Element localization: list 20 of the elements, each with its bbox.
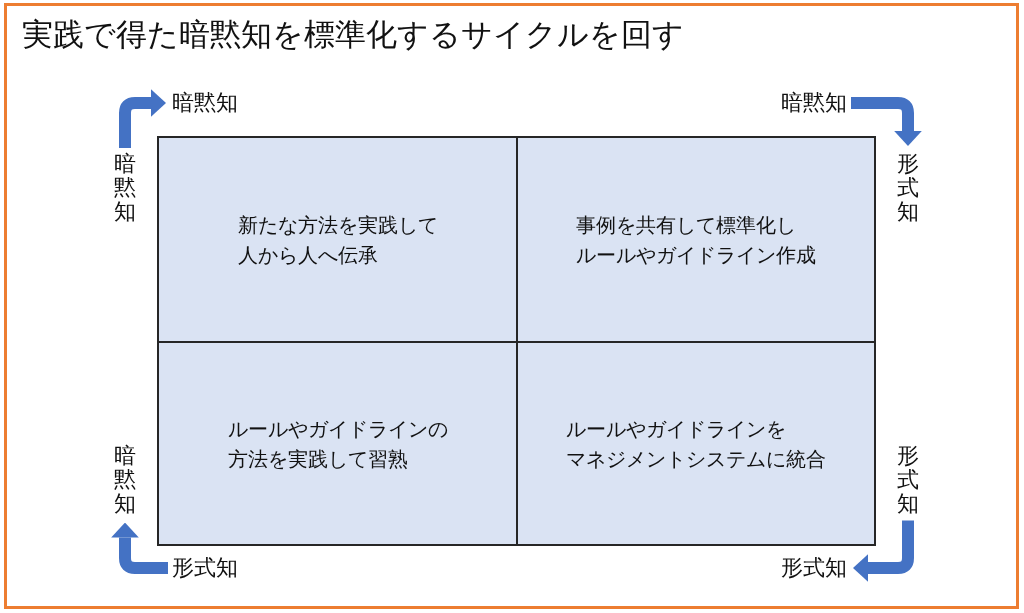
quadrant-box	[516, 341, 876, 546]
quadrant-box	[516, 136, 876, 343]
quadrant-text: ルールやガイドラインの方法を実践して習熟	[227, 415, 448, 473]
knowledge-label: 形式知	[897, 152, 919, 225]
bent-arrow	[119, 89, 166, 148]
quadrant-text: ルールやガイドラインをマネジメントシステムに統合	[566, 415, 826, 473]
knowledge-label: 暗黙知	[172, 91, 238, 115]
bent-arrow	[851, 97, 922, 146]
quadrant-box	[157, 341, 518, 546]
knowledge-label: 形式知	[172, 556, 238, 580]
knowledge-label: 暗黙知	[781, 91, 847, 115]
knowledge-label: 暗黙知	[114, 444, 136, 517]
quadrant-text: 新たな方法を実践して人から人へ伝承	[237, 211, 438, 269]
knowledge-label: 形式知	[897, 444, 919, 517]
bent-arrow	[111, 522, 168, 574]
title: 実践で得た暗黙知を標準化するサイクルを回す	[22, 15, 684, 54]
quadrant-box	[157, 136, 518, 343]
knowledge-label: 形式知	[781, 556, 847, 580]
knowledge-label: 暗黙知	[114, 152, 136, 225]
quadrant-text: 事例を共有して標準化しルールやガイドライン作成	[576, 211, 816, 269]
